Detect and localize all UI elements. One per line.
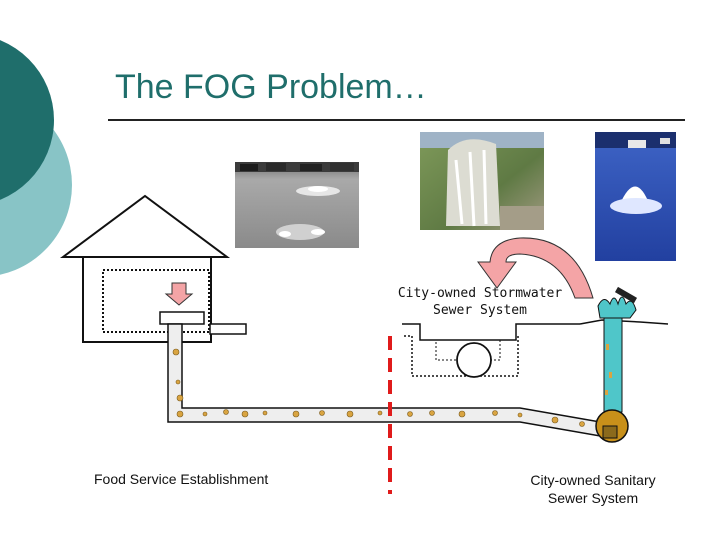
label-stormwater-system: City-owned Stormwater Sewer System [388,285,572,319]
label-sanitary-system: City-owned Sanitary Sewer System [510,471,676,507]
flooded-street-photo [235,162,359,248]
slide-title: The FOG Problem… [115,68,427,106]
label-sanitary-line1: City-owned Sanitary [530,472,656,488]
manhole-cover [614,286,638,304]
title-divider [108,119,685,121]
stormwater-sewer-structure [402,323,580,378]
sink-trap [159,311,205,325]
label-stormwater-line1: City-owned Stormwater [397,286,563,301]
water-fountain-overflow-photo [595,132,676,261]
decor-circle-dark [0,40,54,200]
sanitary-overflow [595,286,638,443]
sanitary-sewer-pipe [167,323,607,438]
label-sanitary-line2: Sewer System [547,490,639,506]
food-service-building [59,194,247,343]
label-stormwater-line2: Sewer System [433,303,527,318]
curved-arrow [477,237,594,299]
down-arrow [164,282,194,306]
manhole-overflow-photo [420,132,544,230]
label-food-service-establishment: Food Service Establishment [94,471,269,487]
grease-deposits [172,348,585,427]
